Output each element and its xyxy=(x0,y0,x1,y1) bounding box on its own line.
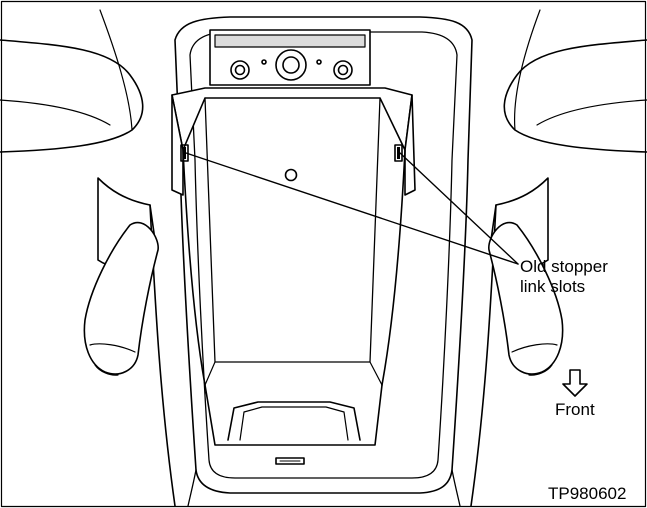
cup-tray-step-inner xyxy=(239,406,349,441)
right-seat-edge xyxy=(513,9,541,131)
right-lever-tip xyxy=(511,343,558,353)
hinge-pivot-inner xyxy=(282,56,300,74)
callout-leader-left xyxy=(185,152,519,265)
front-direction-label: Front xyxy=(555,400,595,419)
hinge-bolt-right-inner xyxy=(337,64,349,76)
callout-label: Old stopper link slots xyxy=(520,257,608,297)
bin-corner-right xyxy=(369,361,383,386)
figure-code: TP980602 xyxy=(548,484,627,503)
arrow-down-icon xyxy=(562,369,588,397)
bin-left-wall xyxy=(171,94,184,196)
left-lever-tip-curve xyxy=(94,364,119,376)
right-stopper-slot-fill xyxy=(397,147,400,159)
right-lever-tip-curve xyxy=(528,364,553,376)
right-stopper-slot xyxy=(394,144,403,162)
bin-right-inner-wall xyxy=(381,149,406,386)
cup-tray-step xyxy=(227,401,361,441)
right-seat-crease xyxy=(536,99,647,126)
hinge-bolt-right xyxy=(333,60,353,80)
left-stopper-slot-fill xyxy=(183,147,186,159)
console-bottom-left xyxy=(187,469,197,507)
hinge-bolt-left xyxy=(230,60,250,80)
left-seat-edge xyxy=(99,9,133,131)
hinge-hole-right xyxy=(316,59,322,65)
bin-floor-outline xyxy=(204,97,381,363)
bin-left-inner-wall xyxy=(182,149,206,386)
left-lever-handle xyxy=(83,221,159,375)
right-lever-handle xyxy=(488,221,564,375)
bin-right-wall xyxy=(404,94,416,196)
callout-line-2: link slots xyxy=(520,277,586,296)
bottom-release-tab xyxy=(275,457,305,465)
hinge-bolt-left-inner xyxy=(234,64,246,76)
left-seat-outline xyxy=(0,39,144,153)
callout-line-1: Old stopper xyxy=(520,257,608,276)
console-bottom-right xyxy=(451,469,461,507)
bin-center-hole xyxy=(284,168,298,182)
hinge-bar xyxy=(214,34,366,48)
bin-lower-section xyxy=(204,384,383,446)
callout-leader-right xyxy=(399,152,519,265)
hinge-hole-left xyxy=(261,59,267,65)
left-lever-tip xyxy=(89,343,136,353)
bin-corner-left xyxy=(204,361,216,386)
console-inner-rim xyxy=(189,31,458,479)
left-seat-crease xyxy=(0,99,111,126)
right-seat-outline xyxy=(503,39,647,153)
hinge-pivot xyxy=(275,49,307,81)
